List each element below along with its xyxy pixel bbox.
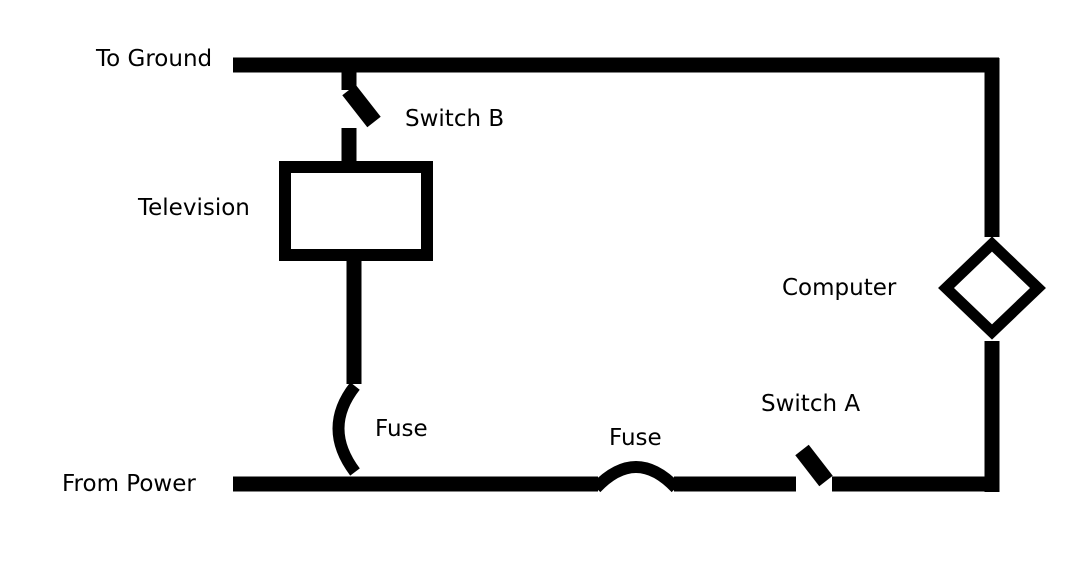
label-to-ground: To Ground — [96, 46, 213, 72]
fuse-bottom-symbol — [591, 461, 681, 493]
label-computer: Computer — [782, 275, 897, 301]
fuse-left-symbol — [332, 382, 360, 476]
label-television: Television — [138, 195, 250, 221]
label-fuse-bottom: Fuse — [609, 425, 662, 451]
switch-a-blade — [795, 444, 833, 487]
computer-diamond — [938, 236, 1046, 340]
switch-b-blade — [342, 84, 381, 128]
label-switch-a: Switch A — [761, 391, 861, 417]
television-box — [279, 161, 433, 261]
label-switch-b: Switch B — [405, 106, 505, 132]
label-fuse-left: Fuse — [375, 416, 428, 442]
label-from-power: From Power — [62, 471, 196, 497]
